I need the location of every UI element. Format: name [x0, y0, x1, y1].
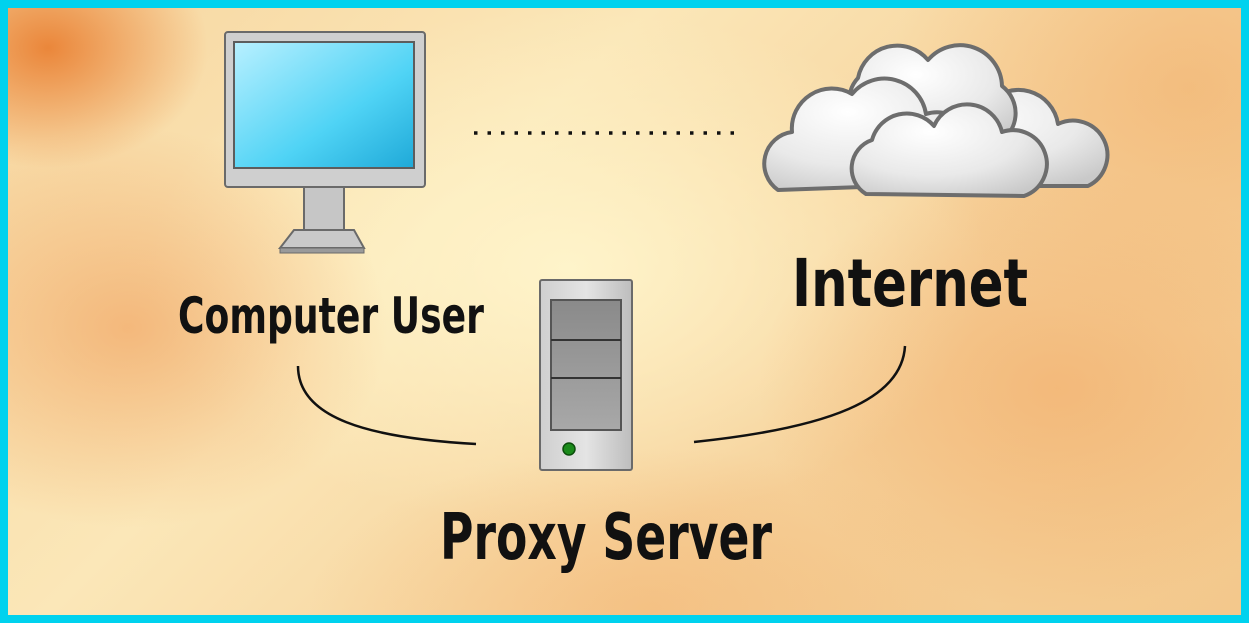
proxy-server-label: Proxy Server	[440, 501, 772, 575]
cloud-icon	[762, 43, 1110, 198]
computer-user-label: Computer User	[178, 287, 484, 345]
diagram-frame: Computer User Internet Proxy Server	[8, 8, 1241, 615]
proxy-to-internet-curve	[693, 345, 907, 444]
proxy-diagram: Computer User Internet Proxy Server	[178, 31, 1110, 575]
server-power-led	[562, 442, 576, 456]
computer-monitor-icon	[224, 31, 426, 254]
internet-label: Internet	[792, 245, 1028, 322]
server-tower-icon	[539, 279, 633, 471]
user-to-proxy-curve	[296, 365, 477, 446]
